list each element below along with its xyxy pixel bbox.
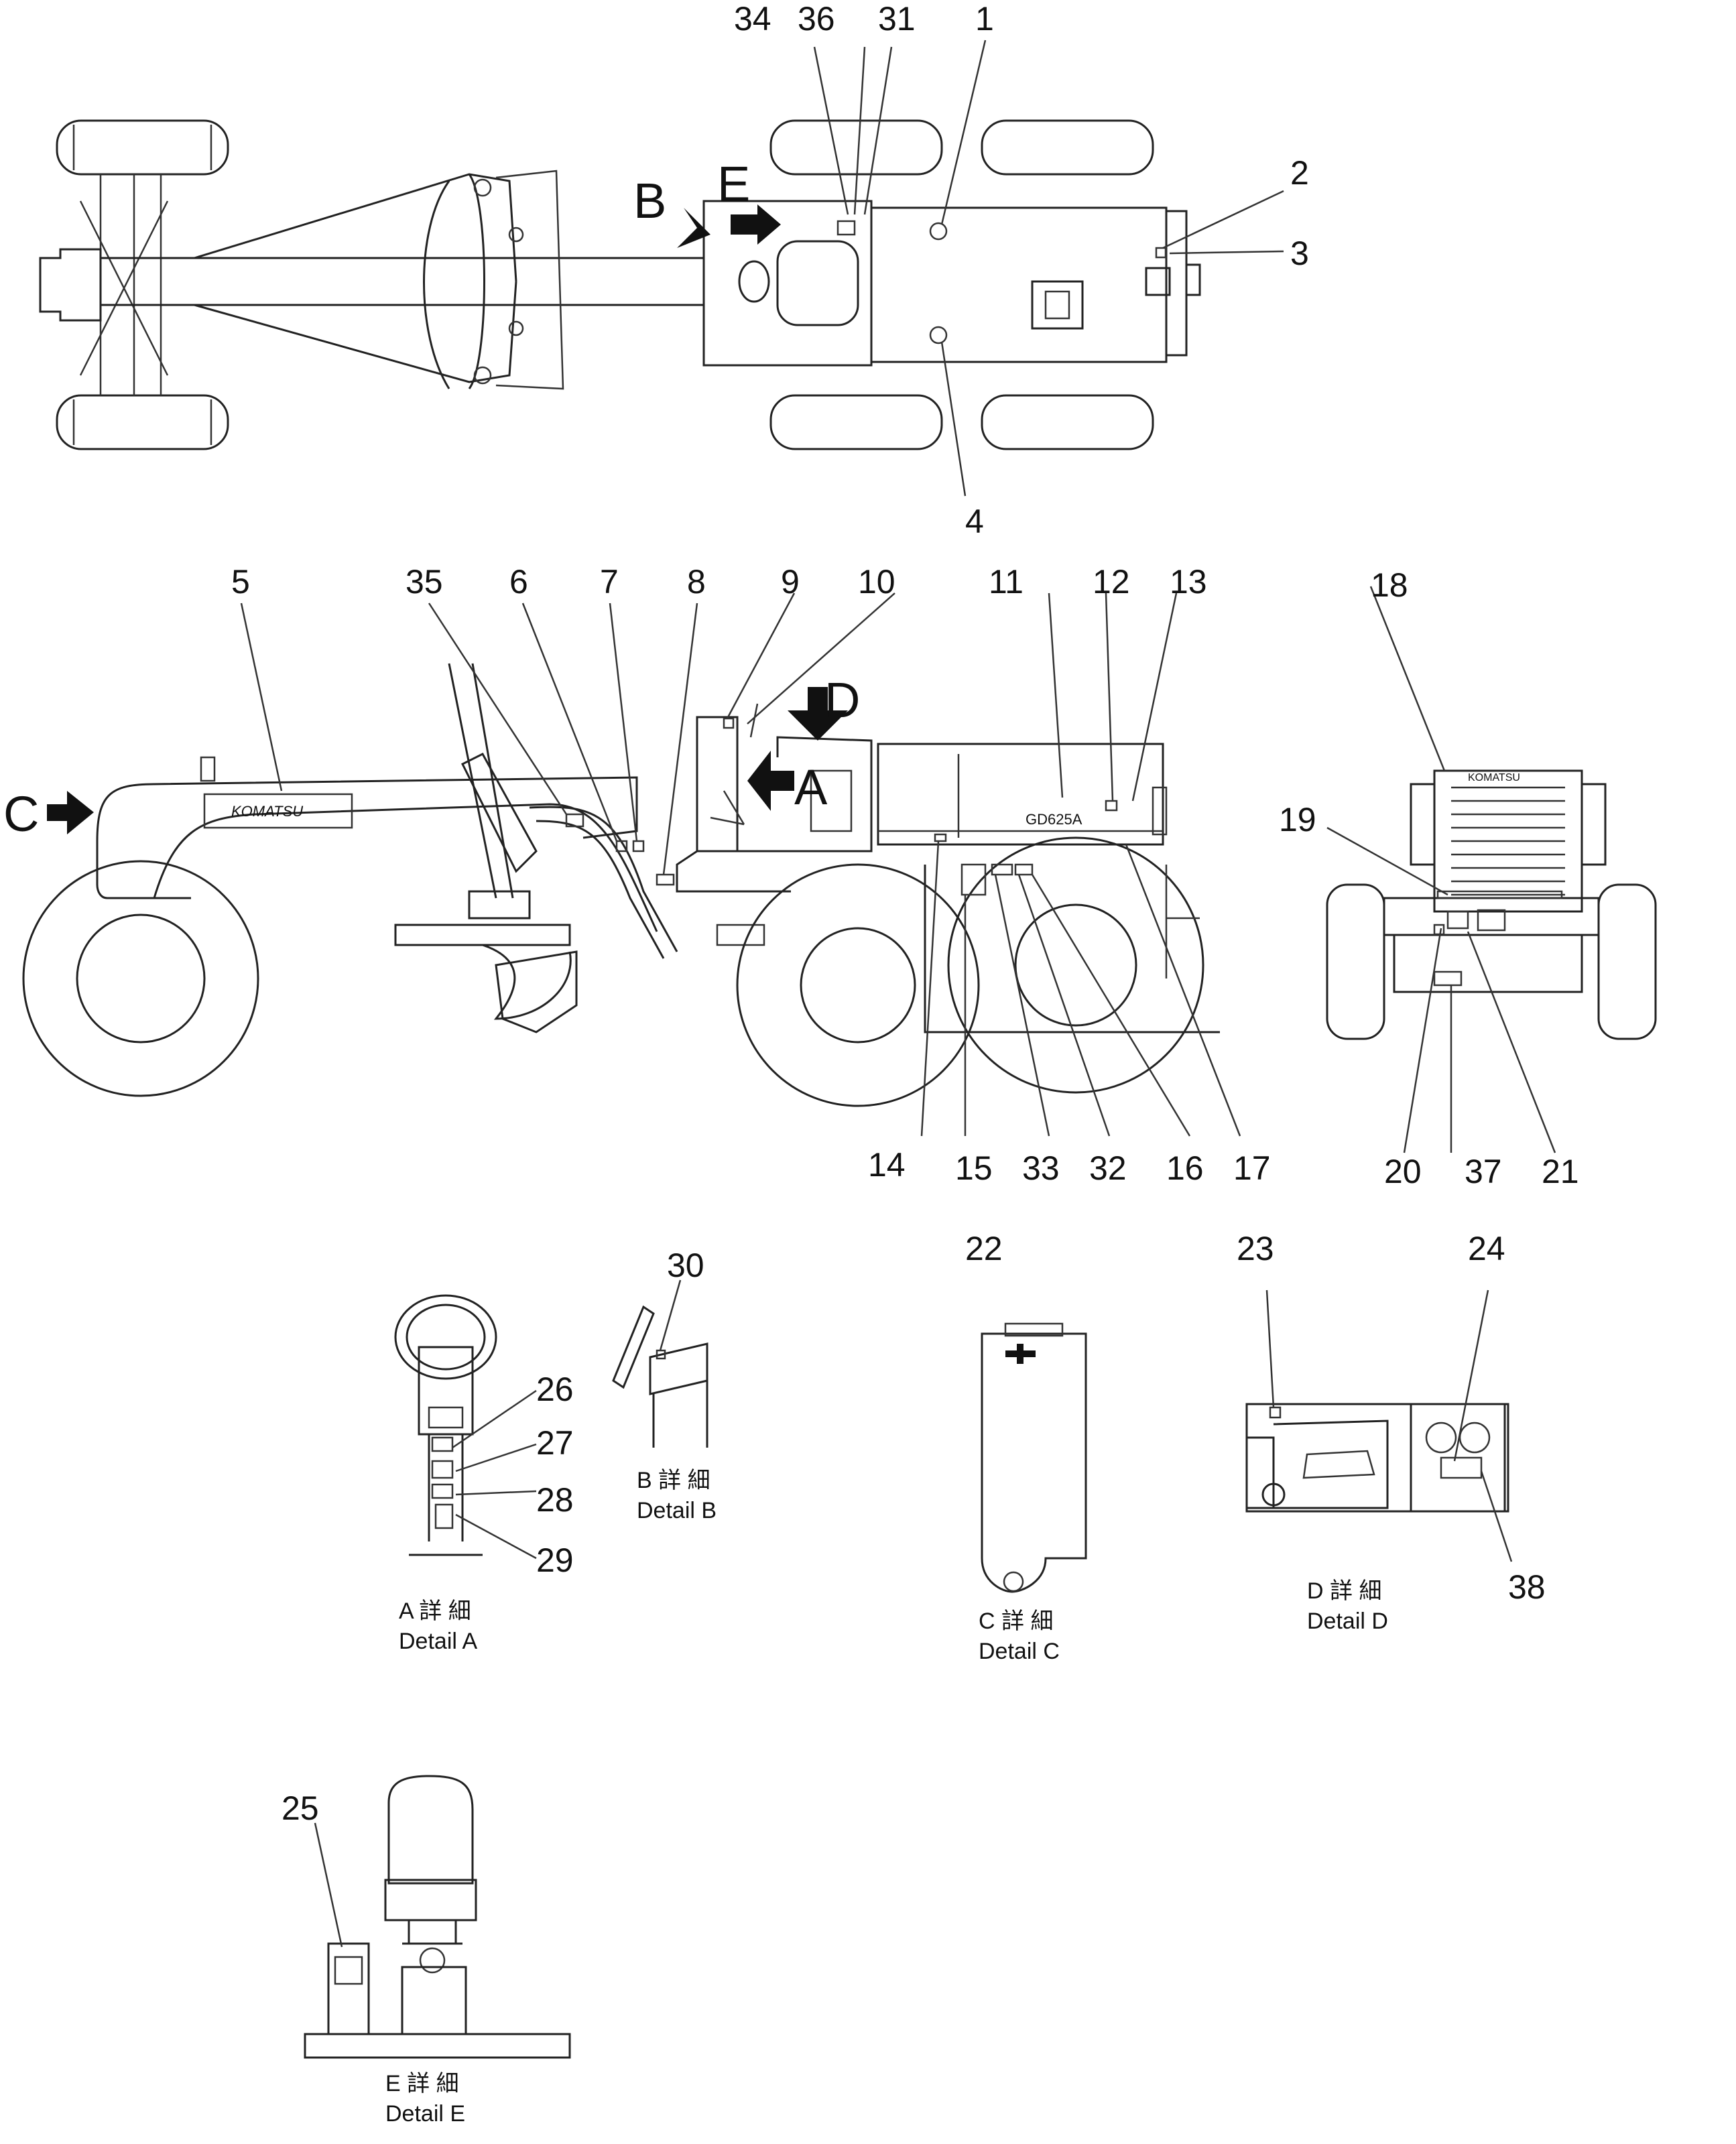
callout-5: 5 — [231, 563, 250, 601]
callout-14: 14 — [868, 1146, 906, 1184]
callout-15: 15 — [955, 1149, 993, 1187]
brand-label: KOMATSU — [231, 803, 303, 820]
detail-a-kanji: A 詳 細 — [399, 1598, 471, 1624]
callout-29: 29 — [536, 1541, 574, 1579]
callout-25: 25 — [282, 1789, 319, 1827]
detail-d: 23 24 38 D 詳 細 Detail D — [1237, 1230, 1546, 1634]
callout-8: 8 — [687, 563, 706, 601]
detail-e: 25 E 詳 細 Detail E — [282, 1775, 571, 2127]
callout-2: 2 — [1290, 154, 1309, 192]
callout-9: 9 — [781, 563, 800, 601]
callout-20: 20 — [1384, 1153, 1422, 1190]
detail-b: 30 B 詳 細 Detail B — [612, 1247, 717, 1523]
callout-10: 10 — [858, 563, 895, 601]
model-label: GD625A — [1026, 811, 1082, 828]
detail-c: 22 C 詳 細 Detail C — [965, 1230, 1087, 1664]
rear-view: KOMATSU 18 19 20 37 21 — [1279, 566, 1657, 1190]
callout-6: 6 — [509, 563, 528, 601]
detail-a-label: Detail A — [399, 1629, 477, 1654]
callout-38: 38 — [1508, 1568, 1546, 1606]
tire-icon — [22, 860, 259, 1097]
callout-16: 16 — [1166, 1149, 1204, 1187]
callout-17: 17 — [1233, 1149, 1271, 1187]
plate-icon — [981, 1332, 1087, 1593]
callout-28: 28 — [536, 1481, 574, 1519]
callout-27: 27 — [536, 1424, 574, 1462]
top-rear-tires — [769, 119, 1154, 450]
callout-3: 3 — [1290, 235, 1309, 272]
detail-c-label: Detail C — [979, 1639, 1060, 1664]
detail-b-label: Detail B — [637, 1498, 717, 1523]
callout-31: 31 — [878, 0, 916, 38]
side-view: KOMATSU GD625A — [3, 563, 1271, 1187]
detail-a: 26 27 28 29 A 詳 細 Detail A — [394, 1294, 574, 1654]
callout-7: 7 — [600, 563, 619, 601]
arrow-icon — [747, 751, 794, 811]
view-letter-b: B — [633, 173, 666, 229]
rear-brand-label: KOMATSU — [1468, 772, 1520, 783]
callout-13: 13 — [1170, 563, 1207, 601]
callout-24: 24 — [1468, 1230, 1505, 1267]
callout-26: 26 — [536, 1371, 574, 1408]
detail-d-kanji: D 詳 細 — [1307, 1578, 1381, 1604]
arrow-icon — [788, 687, 848, 741]
callout-35: 35 — [406, 563, 443, 601]
callout-12: 12 — [1093, 563, 1130, 601]
detail-e-label: Detail E — [385, 2101, 465, 2127]
callout-34: 34 — [734, 0, 771, 38]
view-letter-c: C — [3, 786, 39, 842]
view-letter-d: D — [824, 672, 860, 728]
callout-33: 33 — [1022, 1149, 1060, 1187]
top-front-left-tire — [56, 119, 229, 176]
arrow-icon — [677, 208, 710, 248]
callout-19: 19 — [1279, 801, 1316, 838]
view-letter-a: A — [794, 759, 828, 815]
detail-d-label: Detail D — [1307, 1609, 1388, 1634]
top-view: B E 34 36 31 1 2 3 4 — [39, 0, 1309, 540]
detail-e-kanji: E 詳 細 — [385, 2071, 459, 2096]
arrow-icon — [731, 204, 781, 245]
tire-icon — [736, 863, 980, 1107]
callout-18: 18 — [1371, 566, 1408, 604]
arrow-icon — [47, 791, 94, 834]
callout-11: 11 — [989, 563, 1024, 601]
callout-32: 32 — [1089, 1149, 1127, 1187]
callout-23: 23 — [1237, 1230, 1274, 1267]
detail-b-kanji: B 詳 細 — [637, 1468, 710, 1493]
callout-37: 37 — [1465, 1153, 1502, 1190]
detail-c-kanji: C 詳 細 — [979, 1609, 1053, 1634]
callout-4: 4 — [965, 503, 984, 540]
view-letter-e: E — [717, 156, 750, 212]
top-front-right-tire — [56, 394, 229, 450]
tire-icon — [1326, 883, 1385, 1040]
callout-22: 22 — [965, 1230, 1003, 1267]
callout-36: 36 — [798, 0, 835, 38]
callout-1: 1 — [975, 0, 994, 38]
callout-30: 30 — [667, 1247, 704, 1284]
callout-21: 21 — [1542, 1153, 1579, 1190]
